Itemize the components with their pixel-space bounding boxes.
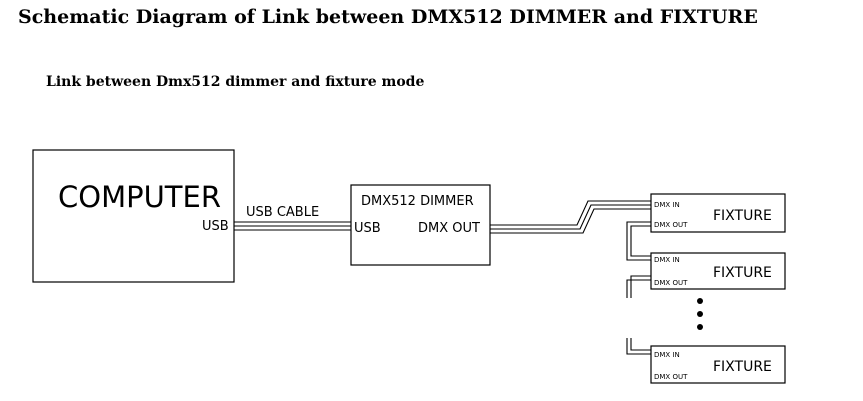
fixture-2-dmx-in-label: DMX IN bbox=[654, 256, 680, 264]
fixture-1-label: FIXTURE bbox=[713, 208, 772, 224]
computer-usb-port-label: USB bbox=[202, 219, 229, 234]
dmx-link-dimmer-to-fixture-1 bbox=[490, 200, 652, 234]
daisy-wire-1a bbox=[626, 221, 651, 261]
daisy-wire-1b bbox=[630, 225, 651, 257]
continuation-dot-2 bbox=[697, 311, 703, 317]
dmx-wire-1 bbox=[490, 200, 652, 226]
daisy-wire-3a bbox=[626, 338, 651, 355]
fixture-3-dmx-out-label: DMX OUT bbox=[654, 373, 688, 381]
fixture-3: DMX IN DMX OUT FIXTURE bbox=[650, 345, 786, 384]
usb-cable: USB CABLE bbox=[234, 205, 352, 231]
fixture-3-dmx-in-label: DMX IN bbox=[654, 351, 680, 359]
fixture-1-dmx-out-label: DMX OUT bbox=[654, 221, 688, 229]
dmx-wire-3 bbox=[490, 208, 652, 234]
continuation-dots bbox=[697, 298, 703, 330]
dmx-link-fixture-1-to-fixture-2 bbox=[626, 221, 651, 261]
fixture-3-label: FIXTURE bbox=[713, 359, 772, 375]
fixture-2-box bbox=[650, 252, 786, 290]
page-title: Schematic Diagram of Link between DMX512… bbox=[18, 6, 758, 28]
dmx-link-to-fixture-3 bbox=[626, 338, 651, 355]
computer-box bbox=[32, 149, 235, 283]
dmx-wire-2 bbox=[490, 204, 652, 230]
fixture-1-dmx-in-label: DMX IN bbox=[654, 201, 680, 209]
usb-cable-label: USB CABLE bbox=[246, 205, 319, 220]
dimmer-box bbox=[350, 184, 491, 266]
fixture-1-box bbox=[650, 193, 786, 233]
fixture-2-label: FIXTURE bbox=[713, 265, 772, 281]
diagram-subtitle: Link between Dmx512 dimmer and fixture m… bbox=[46, 74, 425, 90]
dimmer-usb-port-label: USB bbox=[354, 221, 381, 236]
continuation-dot-1 bbox=[697, 298, 703, 304]
dmx-link-fixture-2-out bbox=[626, 275, 651, 298]
computer-label: COMPUTER bbox=[58, 180, 221, 214]
daisy-wire-2a bbox=[626, 279, 651, 298]
continuation-dot-3 bbox=[697, 324, 703, 330]
fixture-3-box bbox=[650, 345, 786, 384]
daisy-wire-2b bbox=[630, 275, 651, 298]
dimmer-block: DMX512 DIMMER USB DMX OUT bbox=[350, 184, 491, 266]
fixture-2-dmx-out-label: DMX OUT bbox=[654, 279, 688, 287]
daisy-wire-3b bbox=[630, 338, 651, 351]
fixture-2: DMX IN DMX OUT FIXTURE bbox=[650, 252, 786, 290]
dimmer-dmx-out-port-label: DMX OUT bbox=[418, 221, 480, 236]
fixture-1: DMX IN DMX OUT FIXTURE bbox=[650, 193, 786, 233]
computer-block: COMPUTER USB bbox=[32, 149, 235, 283]
dimmer-label: DMX512 DIMMER bbox=[361, 194, 474, 209]
